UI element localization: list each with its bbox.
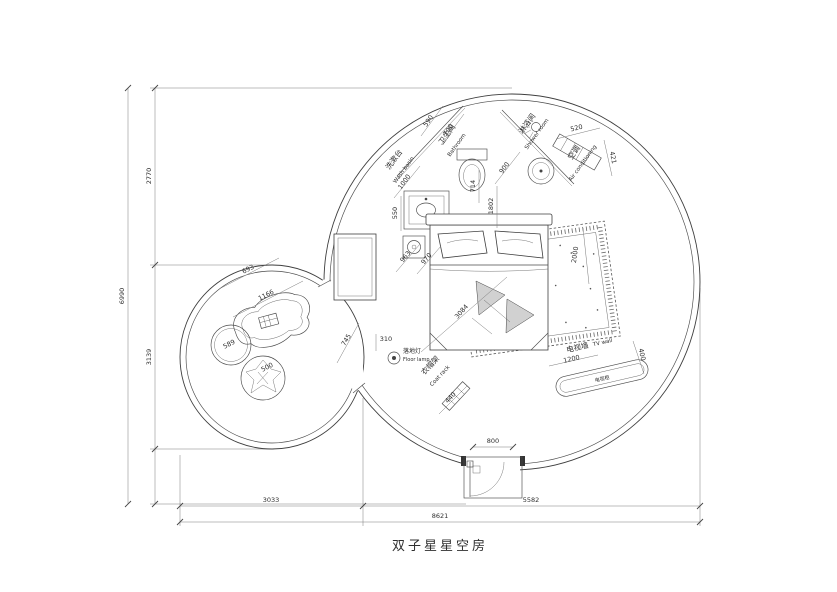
dim-400: 400 [637, 348, 648, 362]
dim-total-width: 8621 [432, 512, 449, 520]
dim-589: 589 [222, 338, 237, 351]
floor-lamp-label-cn: 落地灯 [403, 347, 421, 355]
dim-total-height: 6990 [118, 288, 126, 305]
shower-head-icon [523, 115, 541, 139]
ac-unit [552, 133, 602, 171]
bathroom-label-cn: 卫生间 [436, 122, 457, 146]
interior-dim-lines [220, 105, 645, 451]
dimension-labels: 6990 2770 3139 3033 5582 8621 590 700 52… [118, 113, 647, 520]
bed [425, 213, 553, 351]
quilt-fold [475, 280, 506, 316]
dim-900: 900 [497, 160, 511, 175]
dimension-frame [124, 84, 704, 526]
door-swing-arc [469, 461, 505, 497]
dim-1166: 1166 [257, 288, 275, 303]
bedside-table [402, 235, 426, 259]
dim-310: 310 [380, 335, 392, 343]
tv-cabinet: 电视柜 [555, 359, 649, 397]
dim-714: 714 [469, 180, 477, 192]
partition-left [396, 105, 464, 177]
dim-bottom-right: 5582 [523, 496, 540, 504]
pillow-right [494, 230, 544, 259]
partition-shower [501, 109, 575, 185]
tv-wall-label-cn: 电视墙 [565, 340, 590, 355]
dim-upper-height: 2770 [145, 168, 153, 185]
dim-1802: 1802 [487, 198, 495, 215]
bathroom-zone [396, 105, 602, 230]
quilt-fold [505, 298, 535, 334]
dim-963: 963 [398, 249, 412, 264]
dim-500: 500 [260, 361, 275, 374]
beanbag-seat [240, 355, 286, 401]
dim-lower-height: 3139 [145, 349, 153, 366]
entry-vestibule [463, 456, 523, 499]
tv-wall-label-en: TV wall [591, 338, 613, 349]
dim-2000: 2000 [570, 246, 580, 263]
dim-421: 421 [608, 151, 618, 165]
tv-cabinet-label: 电视柜 [594, 374, 610, 384]
ac-label-cn: 空调 [565, 143, 582, 161]
round-basin [527, 157, 555, 185]
floor-lamp-label-en: Floor lamp [403, 357, 430, 363]
junction-opening [317, 279, 366, 394]
entrance-door [461, 455, 525, 499]
round-seat [210, 324, 252, 366]
dim-550: 550 [391, 207, 399, 219]
wall-niche [333, 233, 377, 301]
dim-440: 440 [443, 390, 457, 405]
small-room-furniture [210, 292, 310, 401]
pillow-left [437, 230, 488, 259]
dim-1200: 1200 [563, 353, 581, 365]
dim-bottom-left: 3033 [263, 496, 280, 504]
dim-520: 520 [570, 123, 584, 134]
bed-headboard [425, 213, 553, 226]
small-room-outer-wall [179, 264, 365, 450]
drawing-title: 双子星星空房 [392, 538, 488, 554]
dim-800: 800 [487, 437, 499, 445]
toilet [456, 148, 488, 192]
dim-693: 693 [241, 263, 256, 276]
floor-lamp [387, 351, 401, 365]
